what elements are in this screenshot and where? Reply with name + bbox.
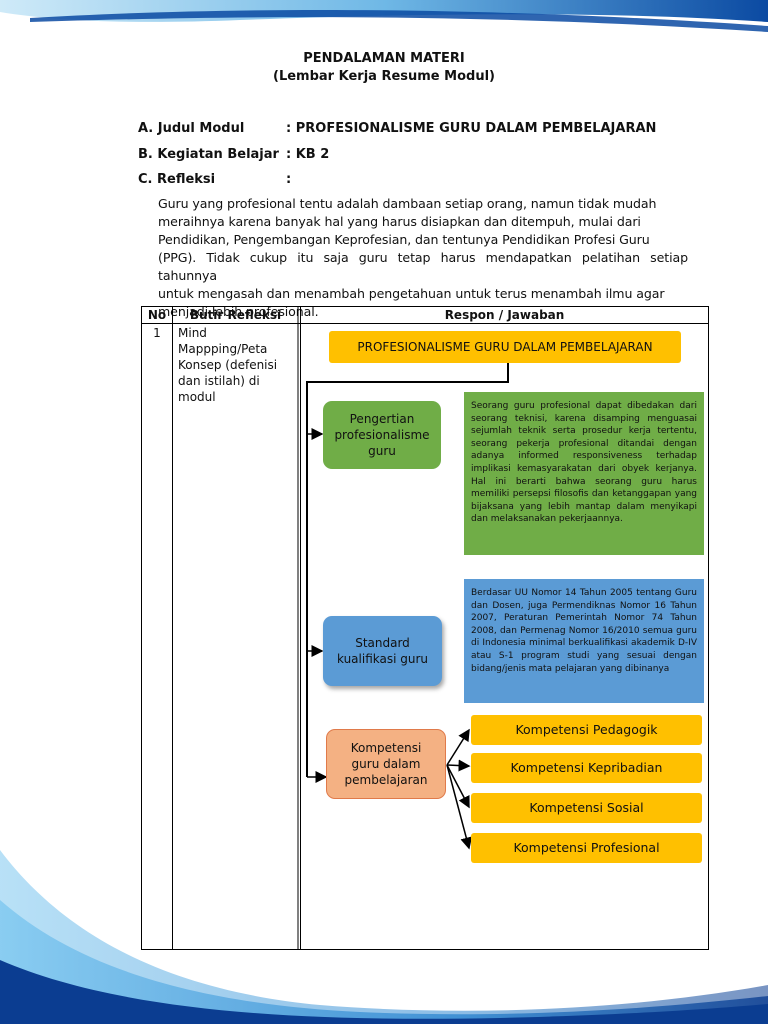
pengertian-description: Seorang guru profesional dapat dibedakan… [464,392,704,555]
kompetensi-kepribadian: Kompetensi Kepribadian [471,753,702,783]
branch-kompetensi-node: Kompetensi guru dalam pembelajaran [326,729,446,799]
branch-label-line: profesionalisme [334,427,429,443]
branch-standard-node: Standard kualifikasi guru [323,616,442,686]
kompetensi-profesional: Kompetensi Profesional [471,833,702,863]
kompetensi-pedagogik: Kompetensi Pedagogik [471,715,702,745]
branch-pengertian-node: Pengertian profesionalisme guru [323,401,441,469]
branch-label-line: guru [368,443,396,459]
branch-label-line: Pengertian [350,411,415,427]
kompetensi-sosial: Kompetensi Sosial [471,793,702,823]
root-node: PROFESIONALISME GURU DALAM PEMBELAJARAN [329,331,681,363]
branch-label-line: Standard [355,635,410,651]
branch-label-line: pembelajaran [345,772,428,788]
branch-label-line: kualifikasi guru [337,651,428,667]
branch-label-line: Kompetensi [351,740,422,756]
standard-description: Berdasar UU Nomor 14 Tahun 2005 tentang … [464,579,704,703]
branch-label-line: guru dalam [352,756,421,772]
